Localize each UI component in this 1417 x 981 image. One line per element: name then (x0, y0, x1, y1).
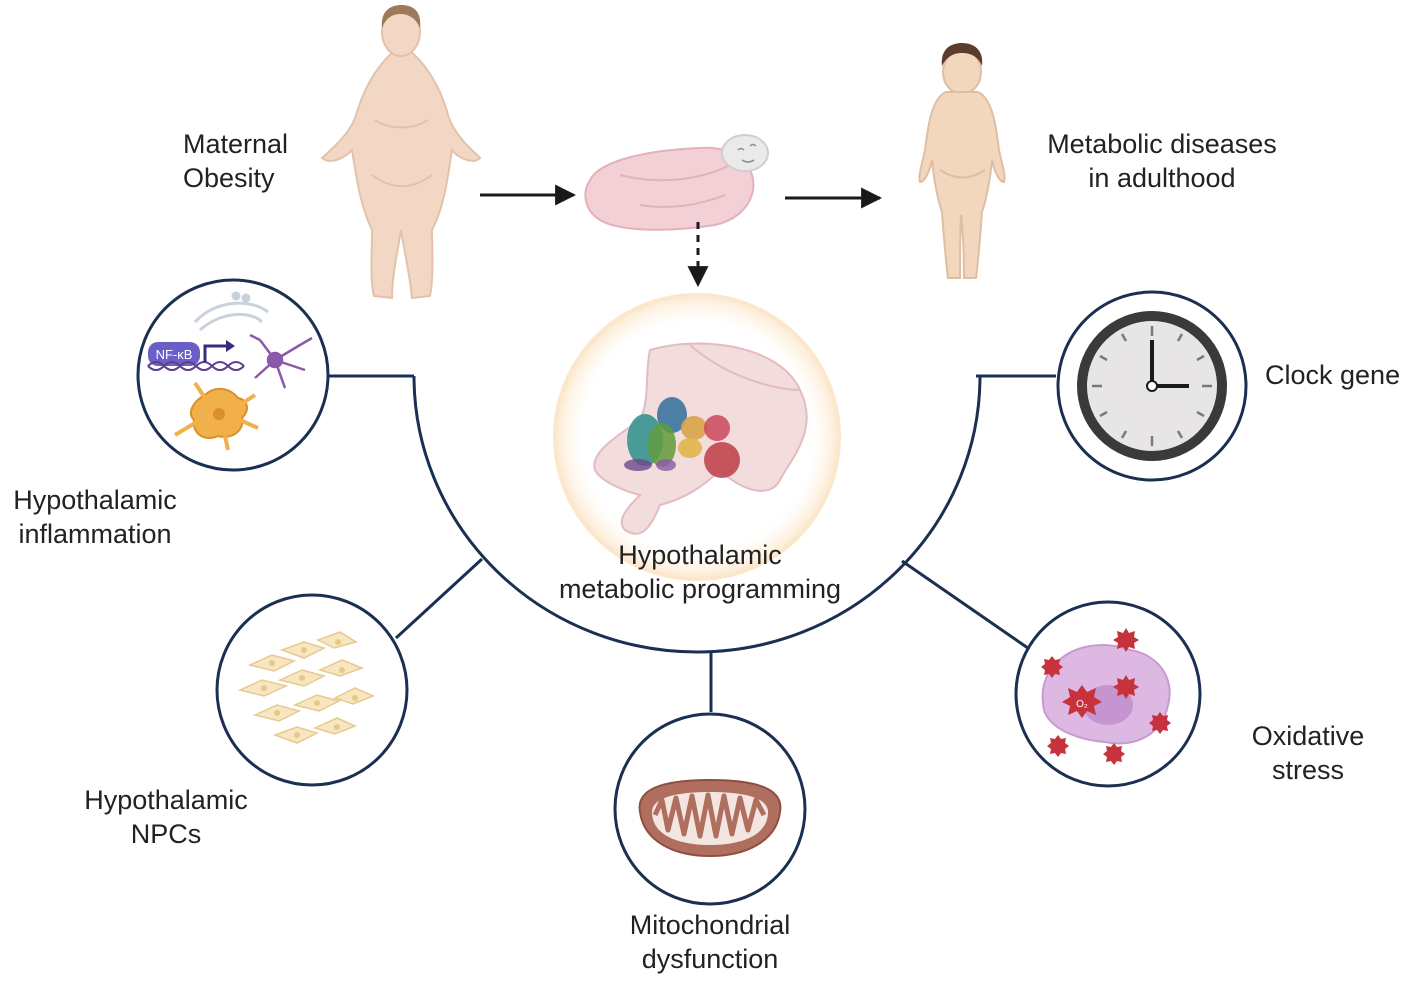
baby-figure-icon (584, 134, 769, 231)
connector-arc (412, 375, 982, 654)
endoplasmic-reticulum-icon (193, 291, 269, 332)
inflammation-circle: NF-κB (136, 278, 330, 472)
label-hypothalamic-npcs: Hypothalamic NPCs (66, 783, 266, 851)
label-mitochondrial-dysfunction: Mitochondrial dysfunction (600, 908, 820, 976)
label-hypothalamic-programming-line1: Hypothalamic (618, 540, 782, 570)
label-metabolic-diseases: Metabolic diseases in adulthood (1022, 127, 1302, 195)
o2-label: O₂ (1076, 699, 1088, 710)
label-hypothalamic-inflammation-line2: inflammation (18, 519, 172, 549)
branch-line-npcs (394, 557, 484, 640)
nfkb-label: NF-κB (156, 347, 193, 362)
ros-cell-icon: O₂ (1041, 628, 1171, 765)
mitochondria-circle (613, 712, 807, 906)
label-oxidative-stress-line2: stress (1271, 755, 1344, 785)
label-clock-gene: Clock gene (1265, 358, 1400, 392)
npc-cells-icon (237, 631, 375, 744)
label-oxidative-stress-line1: Oxidative (1251, 721, 1365, 751)
label-hypothalamic-programming-line2: metabolic programming (558, 574, 842, 604)
label-metabolic-diseases-line1: Metabolic diseases (1047, 129, 1277, 159)
nfkb-dna-icon: NF-κB (147, 340, 245, 371)
label-mitochondrial-dysfunction-line1: Mitochondrial (629, 910, 791, 940)
label-hypothalamic-programming: Hypothalamic metabolic programming (530, 538, 870, 606)
label-mitochondrial-dysfunction-line2: dysfunction (641, 944, 779, 974)
clock-circle (1056, 290, 1248, 482)
label-oxidative-stress: Oxidative stress (1233, 719, 1383, 787)
label-clock-gene-text: Clock gene (1265, 360, 1401, 390)
astrocyte-icon (173, 381, 259, 451)
hypothalamus-brain-icon (553, 293, 841, 581)
oxidative-circle: O₂ (1014, 600, 1202, 788)
label-maternal-obesity: Maternal Obesity (183, 127, 288, 195)
label-maternal-obesity-line1: Maternal (183, 129, 289, 159)
npcs-circle (215, 593, 409, 787)
label-hypothalamic-inflammation: Hypothalamic inflammation (0, 483, 190, 551)
mitochondrion-icon (638, 778, 782, 858)
adult-child-figure-icon (918, 43, 1006, 279)
branch-line-oxidative (901, 559, 1039, 657)
clock-icon (1077, 311, 1227, 461)
label-hypothalamic-inflammation-line1: Hypothalamic (13, 485, 177, 515)
microglia-icon (249, 333, 313, 389)
label-maternal-obesity-line2: Obesity (183, 163, 275, 193)
label-metabolic-diseases-line2: in adulthood (1088, 163, 1236, 193)
maternal-obesity-figure-icon (320, 5, 482, 300)
label-hypothalamic-npcs-line1: Hypothalamic (84, 785, 248, 815)
label-hypothalamic-npcs-line2: NPCs (130, 819, 202, 849)
